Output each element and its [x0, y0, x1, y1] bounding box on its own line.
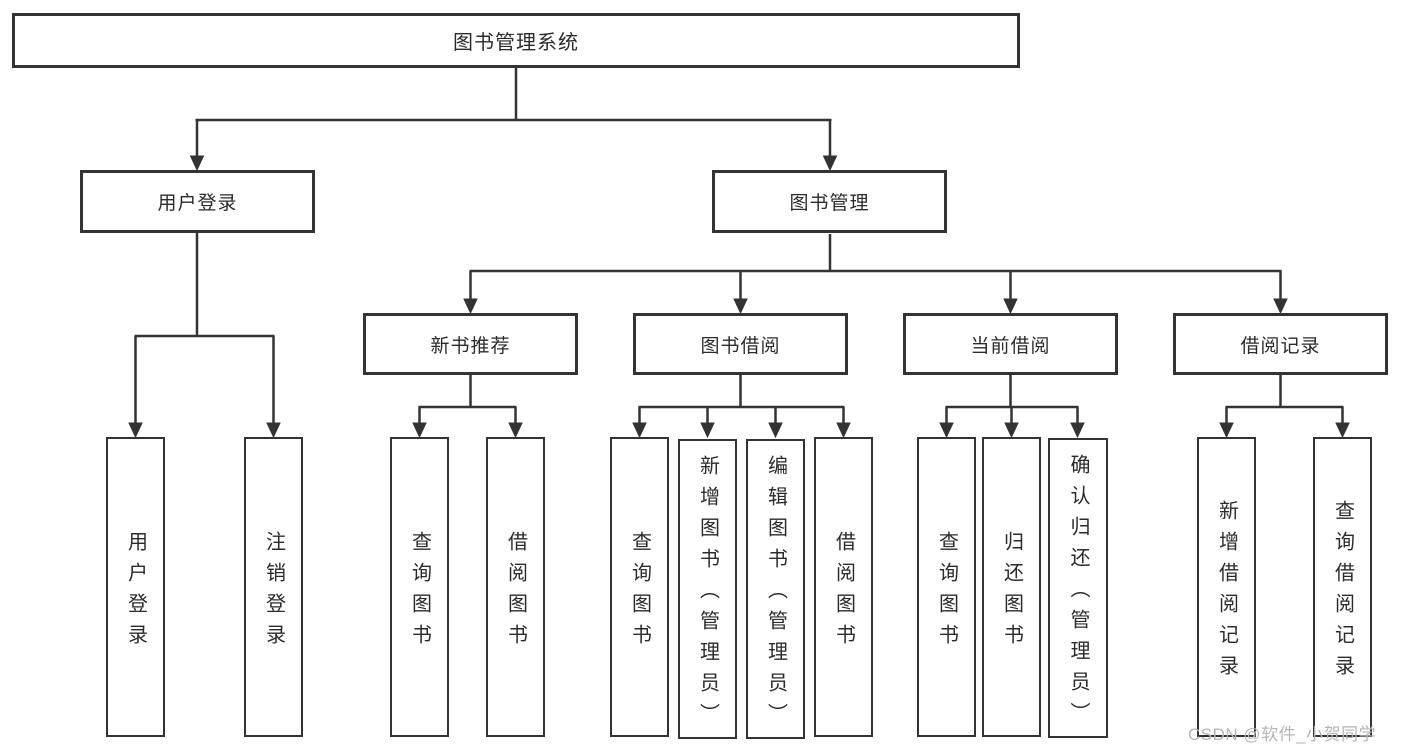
node-label: 确认归还（管理员）	[1067, 454, 1089, 733]
node-system-root: 图书管理系统	[12, 13, 1020, 68]
connector-path	[638, 375, 845, 425]
node-borrowing-records: 借阅记录	[1173, 313, 1388, 375]
node-label: 借阅图书	[832, 530, 855, 655]
node-label: 查询图书	[628, 530, 651, 655]
node-label: 新增借阅记录	[1215, 499, 1238, 686]
node-label: 图书管理	[789, 193, 870, 214]
node-label: 查询借阅记录	[1331, 499, 1354, 686]
leaf-borrowing-add-books-admin: 新增图书（管理员）	[678, 439, 737, 739]
leaf-logout-login: 注销登录	[244, 437, 303, 737]
node-new-book-recommendation: 新书推荐	[363, 313, 578, 375]
connector-path	[195, 68, 832, 158]
leaf-records-add-record: 新增借阅记录	[1197, 437, 1256, 737]
node-book-management: 图书管理	[712, 170, 947, 233]
leaf-current-query-books: 查询图书	[917, 437, 976, 737]
node-label: 查询图书	[935, 530, 958, 655]
node-label: 用户登录	[157, 193, 238, 214]
node-book-borrowing: 图书借阅	[633, 313, 848, 375]
leaf-borrowing-query-books: 查询图书	[610, 437, 669, 737]
csdn-watermark: CSDN @软件_小贺同学	[1188, 725, 1377, 744]
leaf-current-return-books: 归还图书	[982, 437, 1041, 737]
leaf-recommend-query-books: 查询图书	[390, 437, 449, 737]
node-label: 查询图书	[408, 530, 431, 655]
leaf-borrowing-edit-books-admin: 编辑图书（管理员）	[746, 439, 805, 739]
node-user-login: 用户登录	[80, 170, 315, 233]
leaf-recommend-borrow-books: 借阅图书	[486, 437, 545, 737]
connector-path	[1225, 375, 1344, 425]
leaf-user-login: 用户登录	[106, 437, 165, 737]
connector-path	[469, 234, 1282, 301]
node-current-borrowing: 当前借阅	[903, 313, 1118, 375]
leaf-borrowing-borrow-books: 借阅图书	[814, 437, 873, 737]
leaf-records-query-record: 查询借阅记录	[1313, 437, 1372, 737]
node-label: 借阅记录	[1240, 335, 1321, 357]
connector-path	[945, 375, 1079, 425]
node-label: 用户登录	[124, 530, 147, 655]
node-label: 归还图书	[1000, 530, 1023, 655]
node-label: 当前借阅	[970, 335, 1051, 357]
node-label: 借阅图书	[504, 530, 527, 655]
node-label: 注销登录	[262, 530, 285, 655]
connector-path	[134, 233, 275, 425]
arrowheads	[128, 155, 1350, 439]
node-label: 图书借阅	[700, 335, 781, 357]
leaf-current-confirm-return-admin: 确认归还（管理员）	[1048, 438, 1108, 738]
node-label: 图书管理系统	[453, 32, 579, 54]
node-label: 新书推荐	[430, 335, 511, 357]
node-label: 编辑图书（管理员）	[764, 455, 787, 734]
connector-path	[418, 375, 517, 425]
node-label: 新增图书（管理员）	[696, 455, 719, 734]
